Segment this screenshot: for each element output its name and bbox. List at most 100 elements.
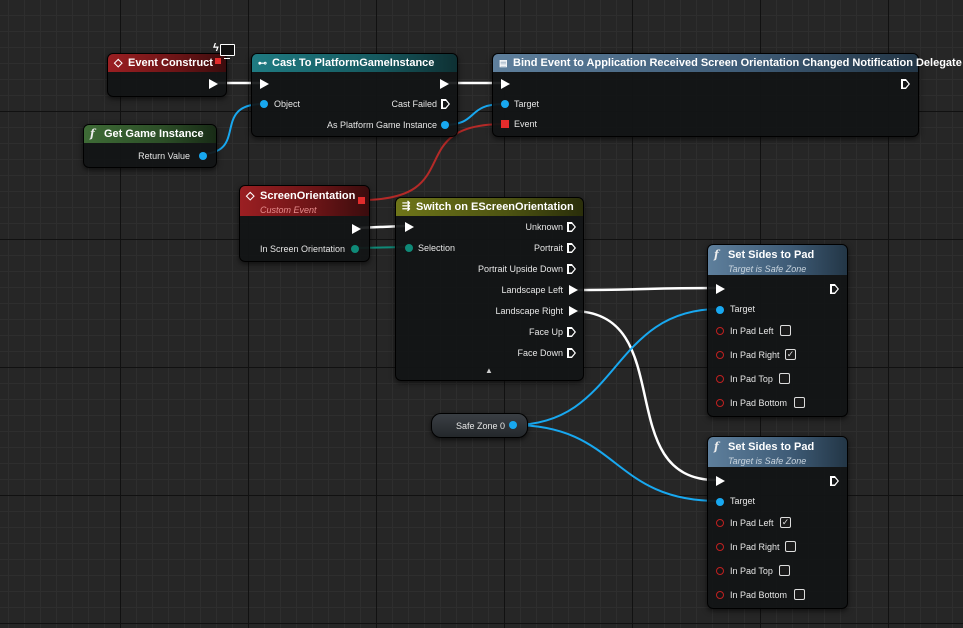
set-sides-1-pad-right-checkbox[interactable]: ✓ <box>785 349 796 360</box>
switch-node-title: Switch on EScreenOrientation <box>416 201 574 213</box>
set-sides-2-pad-top-label: In Pad Top <box>730 566 773 576</box>
switch-output-portrait-label: Portrait <box>533 243 563 253</box>
function-icon: f <box>90 127 95 140</box>
cast-node-header: ⊷ Cast To PlatformGameInstance <box>252 54 457 72</box>
get-game-instance-header: f Get Game Instance <box>84 125 216 143</box>
set-sides-1-target-pin[interactable] <box>716 306 724 314</box>
screen-orientation-subtitle: Custom Event <box>260 205 317 215</box>
collapse-arrow-icon[interactable]: ▲ <box>485 366 493 375</box>
set-sides-1-exec-out[interactable] <box>830 284 839 294</box>
set-sides-2-pad-bottom-pin[interactable] <box>716 591 724 599</box>
cast-failed-exec-out[interactable] <box>441 99 450 109</box>
set-sides-2-subtitle: Target is Safe Zone <box>728 456 807 466</box>
set-sides-to-pad-node-1[interactable]: f Set Sides to Pad Target is Safe Zone T… <box>707 244 848 417</box>
bind-event-node[interactable]: ▤ Bind Event to Application Received Scr… <box>492 53 962 137</box>
set-sides-1-pad-left-checkbox[interactable] <box>780 325 791 336</box>
exec-wire-landscape-left <box>570 286 718 292</box>
switch-output-portrait-pin[interactable] <box>567 243 576 253</box>
cast-as-label: As Platform Game Instance <box>326 120 437 130</box>
set-sides-2-pad-top-checkbox[interactable] <box>779 565 790 576</box>
bind-target-pin[interactable] <box>501 100 509 108</box>
set-sides-2-exec-out[interactable] <box>830 476 839 486</box>
cast-failed-label: Cast Failed <box>391 99 437 109</box>
cast-exec-in[interactable] <box>260 79 269 89</box>
cast-exec-out[interactable] <box>440 79 449 89</box>
cast-object-pin[interactable] <box>260 100 268 108</box>
monitor-icon <box>220 44 235 59</box>
set-sides-2-pad-left-checkbox[interactable]: ✓ <box>780 517 791 528</box>
set-sides-2-exec-in[interactable] <box>716 476 725 486</box>
bind-event-pin[interactable] <box>501 120 509 128</box>
switch-output-face-down-pin[interactable] <box>567 348 576 358</box>
set-sides-2-pad-left-pin[interactable] <box>716 519 724 527</box>
function-icon: f <box>714 440 719 453</box>
set-sides-2-pad-right-label: In Pad Right <box>730 542 780 552</box>
switch-exec-in[interactable] <box>405 222 414 232</box>
set-sides-1-pad-bottom-checkbox[interactable] <box>794 397 805 408</box>
in-screen-orientation-pin[interactable] <box>351 245 359 253</box>
bind-exec-in[interactable] <box>501 79 510 89</box>
safe-zone-output-pin[interactable] <box>509 421 517 429</box>
set-sides-1-exec-in[interactable] <box>716 284 725 294</box>
cast-as-pin[interactable] <box>441 121 449 129</box>
event-construct-exec-out[interactable] <box>209 79 218 89</box>
safe-zone-variable-node[interactable]: Safe Zone 0 <box>431 413 528 438</box>
return-value-pin[interactable] <box>199 152 207 160</box>
event-diamond-icon: ◇ <box>114 57 123 69</box>
bind-target-label: Target <box>514 99 540 109</box>
switch-icon: ⇶ <box>402 201 411 212</box>
safe-zone-label: Safe Zone 0 <box>456 421 506 431</box>
switch-selection-pin[interactable] <box>405 244 413 252</box>
set-sides-2-pad-bottom-label: In Pad Bottom <box>730 590 788 600</box>
set-sides-1-pad-bottom-pin[interactable] <box>716 399 724 407</box>
set-sides-2-pad-left-label: In Pad Left <box>730 518 774 528</box>
in-screen-orientation-label: In Screen Orientation <box>259 244 345 254</box>
get-game-instance-title: Get Game Instance <box>104 128 204 140</box>
set-sides-2-pad-right-pin[interactable] <box>716 543 724 551</box>
switch-output-landscape-left-pin[interactable] <box>569 285 578 295</box>
set-sides-1-pad-left-pin[interactable] <box>716 327 724 335</box>
switch-output-unknown-pin[interactable] <box>567 222 576 232</box>
bind-event-header: ▤ Bind Event to Application Received Scr… <box>493 54 962 72</box>
cast-object-label: Object <box>274 99 301 109</box>
set-sides-2-pad-bottom-checkbox[interactable] <box>794 589 805 600</box>
event-construct-header: ◇ Event Construct <box>108 54 226 72</box>
cast-node-title: Cast To PlatformGameInstance <box>272 57 435 69</box>
switch-output-portrait-upside-down-label: Portrait Upside Down <box>477 264 563 274</box>
switch-output-landscape-right-pin[interactable] <box>569 306 578 316</box>
bind-event-icon: ▤ <box>499 58 508 68</box>
event-construct-delegate-pin[interactable] <box>215 58 221 64</box>
switch-output-face-up-label: Face Up <box>528 327 563 337</box>
set-sides-to-pad-node-2[interactable]: f Set Sides to Pad Target is Safe Zone T… <box>707 436 848 609</box>
event-construct-node[interactable]: ◇ Event Construct <box>107 53 227 97</box>
object-wire-safezone-target2 <box>512 424 720 502</box>
set-sides-1-pad-top-label: In Pad Top <box>730 374 773 384</box>
switch-output-unknown-label: Unknown <box>525 222 563 232</box>
get-game-instance-node[interactable]: f Get Game Instance Return Value <box>83 124 217 168</box>
switch-output-face-up-pin[interactable] <box>567 327 576 337</box>
switch-node-header: ⇶ Switch on EScreenOrientation <box>396 198 583 216</box>
bind-event-title: Bind Event to Application Received Scree… <box>513 57 962 69</box>
set-sides-2-pad-right-checkbox[interactable] <box>785 541 796 552</box>
set-sides-2-title: Set Sides to Pad <box>728 441 815 453</box>
set-sides-1-pad-top-pin[interactable] <box>716 375 724 383</box>
switch-output-face-down-label: Face Down <box>517 348 563 358</box>
set-sides-2-target-label: Target <box>730 496 756 506</box>
event-diamond-icon: ◇ <box>246 190 255 202</box>
set-sides-1-header: f Set Sides to Pad Target is Safe Zone <box>708 245 847 275</box>
switch-output-landscape-right-label: Landscape Right <box>495 306 563 316</box>
screen-orientation-exec-out[interactable] <box>352 224 361 234</box>
set-sides-1-pad-top-checkbox[interactable] <box>779 373 790 384</box>
set-sides-2-header: f Set Sides to Pad Target is Safe Zone <box>708 437 847 467</box>
switch-output-portrait-upside-down-pin[interactable] <box>567 264 576 274</box>
bind-exec-out[interactable] <box>901 79 910 89</box>
cast-node[interactable]: ⊷ Cast To PlatformGameInstance Object Ca… <box>251 53 458 137</box>
screen-orientation-delegate-pin[interactable] <box>358 197 365 204</box>
switch-node[interactable]: ⇶ Switch on EScreenOrientation Selection… <box>395 197 584 381</box>
screen-orientation-header: ◇ ScreenOrientation Custom Event <box>240 186 369 216</box>
screen-orientation-event-node[interactable]: ◇ ScreenOrientation Custom Event In Scre… <box>239 185 370 262</box>
set-sides-1-pad-right-pin[interactable] <box>716 351 724 359</box>
set-sides-2-target-pin[interactable] <box>716 498 724 506</box>
set-sides-1-target-label: Target <box>730 304 756 314</box>
set-sides-2-pad-top-pin[interactable] <box>716 567 724 575</box>
